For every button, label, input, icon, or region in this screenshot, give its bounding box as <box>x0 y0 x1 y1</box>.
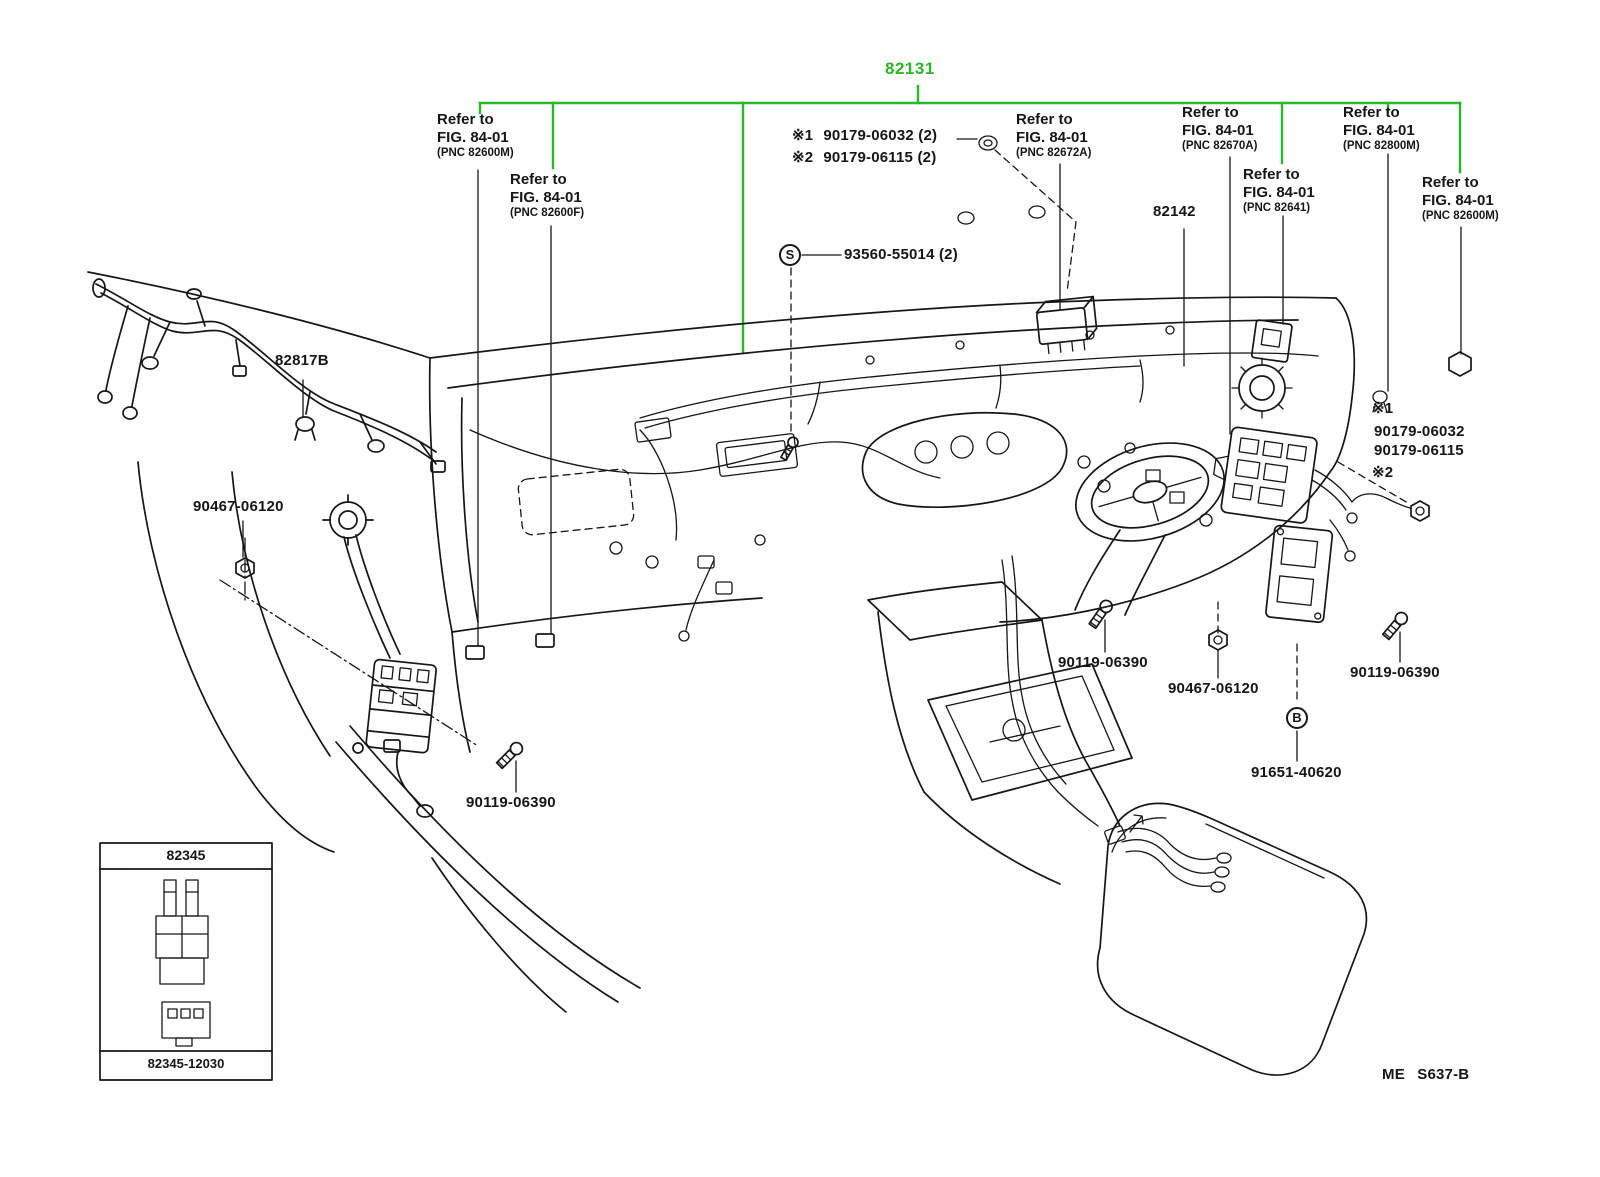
part-number-90119-06390-mid: 90119-06390 <box>1058 654 1148 671</box>
note-marker-2: ※2 <box>792 149 814 166</box>
refer-line: Refer to <box>1182 104 1239 121</box>
note-marker-1: ※1 <box>792 127 814 144</box>
refer-line: Refer to <box>1343 104 1400 121</box>
left-lower-harness <box>343 534 434 818</box>
refer-callout-82641: Refer to FIG. 84-01 (PNC 82641) <box>1243 166 1315 215</box>
figure-code: ME S637-B <box>1382 1066 1470 1083</box>
refer-pnc: (PNC 82670A) <box>1182 140 1258 152</box>
main-part-number-82131: 82131 <box>885 59 935 78</box>
nut-icons <box>235 500 1430 651</box>
green-harness-bracket <box>478 84 1462 354</box>
inset-connector-lower <box>161 1001 211 1047</box>
junction-block-right <box>1213 426 1318 524</box>
part-number-82142: 82142 <box>1153 203 1196 220</box>
hex-fastener-icon <box>1448 351 1472 377</box>
instrument-cluster <box>861 411 1068 509</box>
cowl-connectors <box>465 633 555 660</box>
refer-line: Refer to <box>1422 174 1479 191</box>
harness-clip-82817b-icon <box>294 391 316 441</box>
bolt-icons <box>495 599 1409 770</box>
refer-fig: FIG. 84-01 <box>1243 184 1315 201</box>
right-harness-branch <box>1311 469 1411 562</box>
steering-wheel <box>1075 442 1225 542</box>
refer-callout-82800m: Refer to FIG. 84-01 (PNC 82800M) <box>1343 104 1420 153</box>
screw-symbol-badge: S <box>779 244 801 266</box>
inset-title-82345: 82345 <box>166 847 206 863</box>
part-number-82817b: 82817B <box>275 352 329 369</box>
note-right-marker1: ※1 <box>1372 400 1394 417</box>
left-junction-block <box>365 658 437 754</box>
refer-line: Refer to <box>437 111 494 128</box>
refer-line: Refer to <box>1016 111 1073 128</box>
bracket-82641-icon <box>1250 319 1293 363</box>
part-number-93560-55014: 93560-55014 (2) <box>844 246 958 263</box>
refer-pnc: (PNC 82641) <box>1243 202 1311 214</box>
refer-fig: FIG. 84-01 <box>510 189 582 206</box>
small-grommets <box>957 135 1046 225</box>
refer-fig: FIG. 84-01 <box>437 129 509 146</box>
leader-lines <box>242 138 1462 793</box>
refer-callout-82600m-left: Refer to FIG. 84-01 (PNC 82600M) <box>437 111 514 160</box>
part-number-90119-06390-left: 90119-06390 <box>466 794 556 811</box>
refer-callout-82600f: Refer to FIG. 84-01 (PNC 82600F) <box>510 171 584 220</box>
note-right-marker2: ※2 <box>1372 464 1394 481</box>
note-part-number: 90179-06115 (2) <box>823 149 937 166</box>
note-right-part1: 90179-06032 <box>1374 423 1465 440</box>
clip-icon-right <box>1372 390 1388 413</box>
grommet-right-icon <box>1231 357 1293 419</box>
note-top-line2: ※2 90179-06115 (2) <box>792 148 936 166</box>
grommet-left-icon <box>322 494 374 546</box>
refer-callout-82600m-right: Refer to FIG. 84-01 (PNC 82600M) <box>1422 174 1499 223</box>
note-part-number: 90179-06032 (2) <box>823 127 938 144</box>
refer-line: Refer to <box>510 171 567 188</box>
refer-line: Refer to <box>1243 166 1300 183</box>
dashed-locator-lines <box>790 149 1409 704</box>
part-number-90467-06120-left: 90467-06120 <box>193 498 284 515</box>
refer-pnc: (PNC 82800M) <box>1343 140 1420 152</box>
refer-fig: FIG. 84-01 <box>1343 122 1415 139</box>
dash-face-details <box>517 417 1213 642</box>
dashboard-outline <box>428 296 1356 753</box>
inset-connector-upper <box>155 879 209 985</box>
bolt-symbol-badge: B <box>1286 707 1308 729</box>
main-harness-route <box>469 352 1319 541</box>
part-number-90119-06390-right: 90119-06390 <box>1350 664 1440 681</box>
refer-fig: FIG. 84-01 <box>1422 192 1494 209</box>
refer-pnc: (PNC 82672A) <box>1016 147 1092 159</box>
relay-bracket-icon <box>1265 524 1334 624</box>
inset-box-art <box>99 842 273 1081</box>
inset-part-number-82345-12030: 82345-12030 <box>147 1056 225 1071</box>
center-console <box>867 581 1133 885</box>
console-harness <box>1001 555 1099 827</box>
note-right-part2: 90179-06115 <box>1374 442 1464 459</box>
refer-fig: FIG. 84-01 <box>1182 122 1254 139</box>
relay-block-icon <box>1035 295 1098 355</box>
note-top-line1: ※1 90179-06032 (2) <box>792 126 937 144</box>
steering-column <box>1074 529 1166 616</box>
body-outline-left <box>87 271 641 1013</box>
armrest-console-box <box>1096 802 1368 1076</box>
screw-icon <box>780 436 799 462</box>
part-number-90467-06120-right: 90467-06120 <box>1168 680 1259 697</box>
refer-fig: FIG. 84-01 <box>1016 129 1088 146</box>
refer-callout-82670a: Refer to FIG. 84-01 (PNC 82670A) <box>1182 104 1257 153</box>
refer-pnc: (PNC 82600M) <box>1422 210 1499 222</box>
left-cowl-harness <box>92 278 446 473</box>
refer-pnc: (PNC 82600M) <box>437 147 514 159</box>
dash-dot-construction-lines <box>219 537 479 747</box>
refer-callout-82672a: Refer to FIG. 84-01 (PNC 82672A) <box>1016 111 1091 160</box>
refer-pnc: (PNC 82600F) <box>510 207 585 219</box>
armrest-harness <box>1104 814 1232 893</box>
part-number-91651-40620: 91651-40620 <box>1251 764 1342 781</box>
